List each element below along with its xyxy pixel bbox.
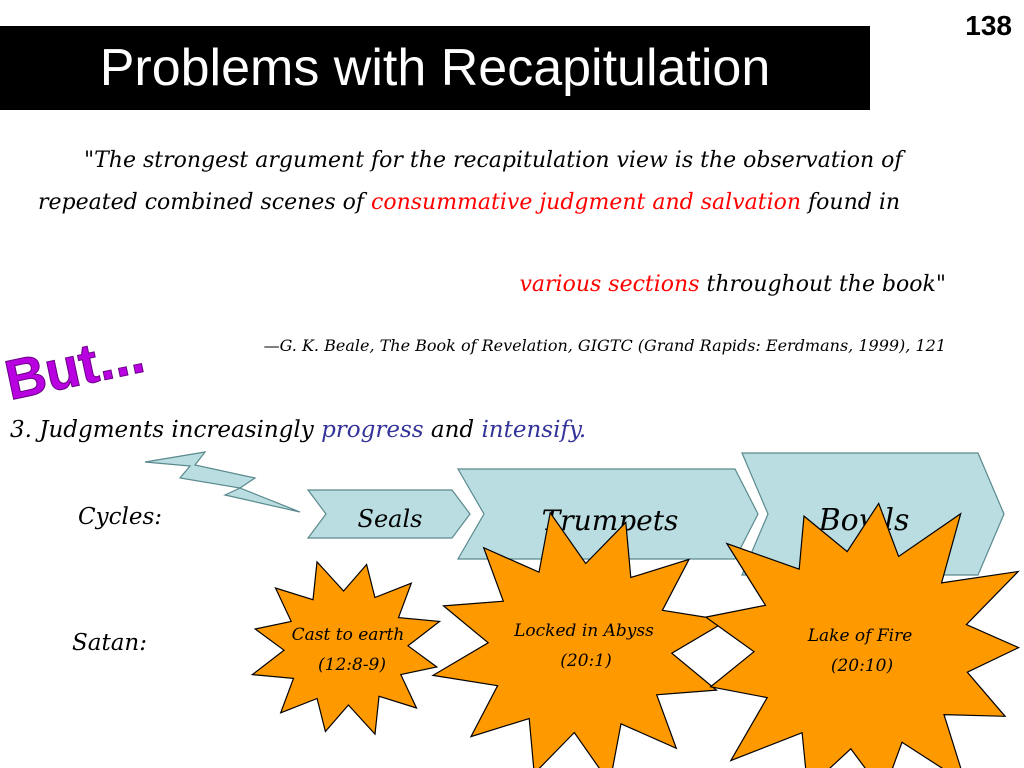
star-label-line1: Lake of Fire: [807, 626, 913, 646]
quote-text: throughout the book": [699, 272, 947, 297]
chevron-label-trumpets: Trumpets: [542, 504, 679, 537]
chevron-label-seals: Seals: [358, 505, 423, 533]
star-label-line1: Cast to earth: [292, 625, 405, 645]
cycles-label: Cycles:: [78, 504, 162, 530]
starburst-cast-to-earth: [250, 560, 442, 736]
point-heading: 3. Judgments increasingly progress and i…: [10, 417, 586, 443]
star-label-line1: Locked in Abyss: [513, 621, 654, 641]
quote-emphasis: various sections: [519, 272, 700, 297]
quote-citation: —G. K. Beale, The Book of Revelation, GI…: [263, 336, 946, 355]
starburst-lake-of-fire: [704, 502, 1021, 768]
satan-label: Satan:: [72, 630, 147, 656]
quote-line-1: "The strongest argument for the recapitu…: [84, 148, 903, 173]
title-bar: [0, 26, 870, 110]
quote-line-2: repeated combined scenes of consummative…: [38, 190, 900, 215]
lightning-bolt-icon: [144, 451, 301, 513]
quote-text: repeated combined scenes of: [38, 190, 371, 215]
star-label-line2: (20:1): [560, 651, 611, 671]
chevron-seals: [306, 489, 471, 539]
point-text: and: [423, 417, 482, 443]
quote-text: found in: [801, 190, 901, 215]
star-label-line2: (12:8-9): [318, 655, 386, 675]
slide-title: Problems with Recapitulation: [99, 39, 771, 97]
quote-line-3: various sections throughout the book": [520, 272, 947, 297]
page-number: 138: [965, 10, 1012, 41]
point-emphasis: intensify.: [481, 417, 587, 443]
point-emphasis: progress: [321, 417, 424, 443]
but-wordart: But...: [0, 321, 149, 412]
chevron-trumpets: [456, 468, 759, 560]
starburst-locked-in-abyss: [431, 511, 729, 768]
star-label-line2: (20:10): [831, 656, 893, 676]
quote-emphasis: consummative judgment and salvation: [371, 190, 802, 215]
point-text: 3. Judgments increasingly: [10, 417, 322, 443]
